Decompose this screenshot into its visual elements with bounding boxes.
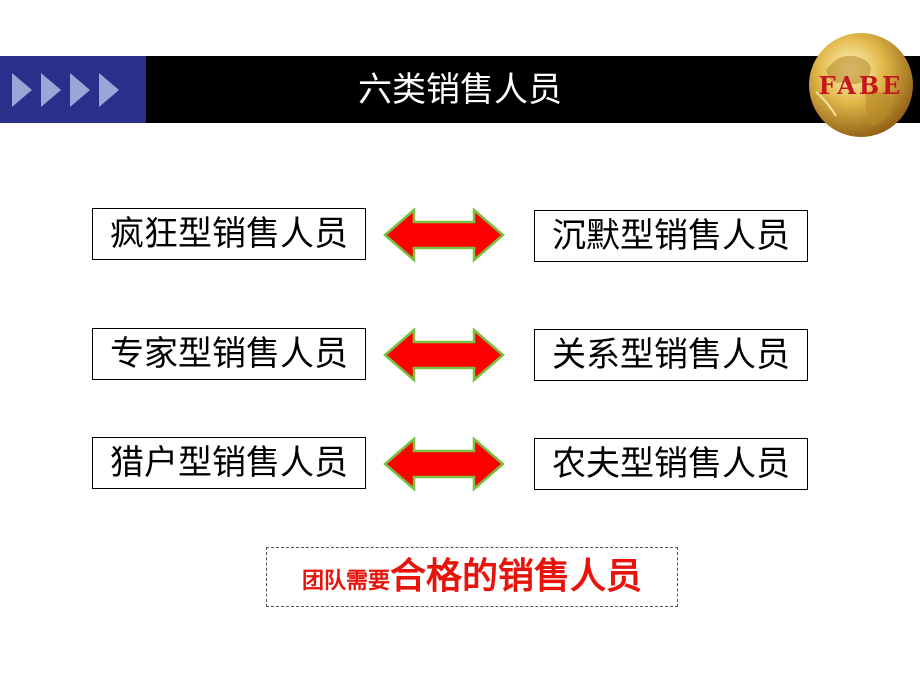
salesperson-type-right-1: 沉默型销售人员: [534, 210, 808, 262]
double-arrow-icon: [383, 207, 505, 263]
chevrons-icon: [12, 73, 119, 107]
conclusion-prefix: 团队需要: [301, 569, 390, 594]
chevron-block: [0, 56, 146, 123]
title-bar: [0, 56, 920, 123]
slide-title: 六类销售人员: [358, 70, 562, 110]
salesperson-type-left-1: 疯狂型销售人员: [92, 208, 366, 260]
salesperson-type-left-3: 猎户型销售人员: [92, 437, 366, 489]
double-arrow-icon: [383, 327, 505, 383]
double-arrow-icon: [383, 436, 505, 492]
fabe-globe-logo: FABE: [809, 33, 913, 137]
logo-text: FABE: [819, 71, 904, 100]
conclusion-emphasis: 合格的销售人员: [390, 556, 643, 597]
conclusion-box: 团队需要合格的销售人员: [266, 547, 678, 607]
salesperson-type-left-2: 专家型销售人员: [92, 328, 366, 380]
salesperson-type-right-2: 关系型销售人员: [534, 329, 808, 381]
salesperson-type-right-3: 农夫型销售人员: [534, 438, 808, 490]
